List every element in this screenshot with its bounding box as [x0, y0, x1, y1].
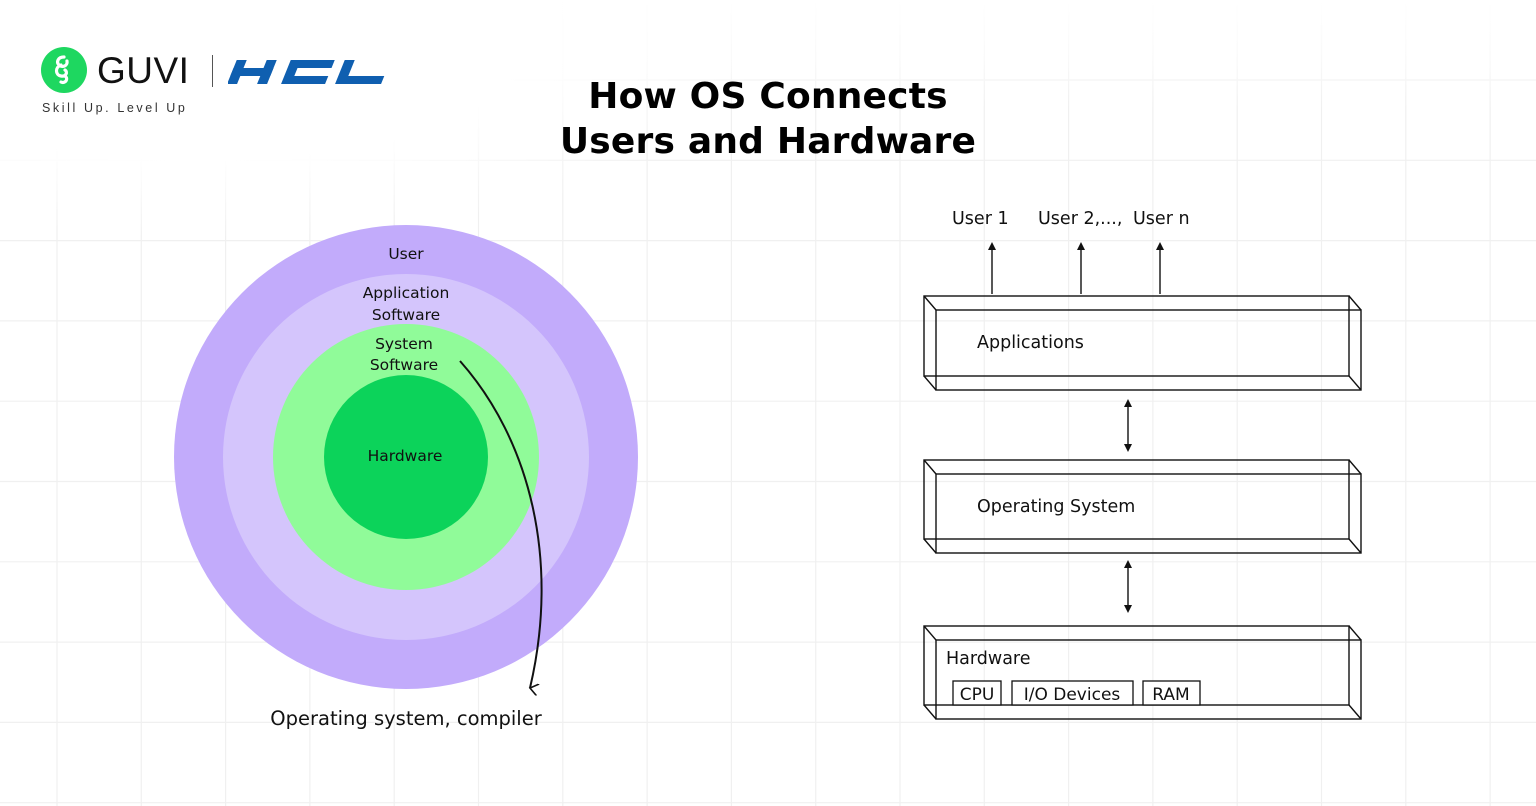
- component-label-cpu: CPU: [960, 685, 995, 705]
- user-label-1: User 1: [952, 209, 1009, 229]
- layer-label-operating-system: Operating System: [977, 497, 1135, 517]
- guvi-logo-icon: [41, 47, 87, 93]
- layer-box-operating-system: [923, 459, 1362, 554]
- user-label-2: User 2,...,: [1038, 209, 1122, 229]
- user-label-n: User n: [1133, 209, 1190, 229]
- ring-label-system-1: System: [375, 335, 433, 353]
- brand-tagline: Skill Up. Level Up: [42, 101, 188, 115]
- core-label-hardware: Hardware: [368, 447, 443, 465]
- ring-label-application-1: Application: [363, 284, 450, 302]
- core-hardware: [324, 375, 488, 539]
- component-box-io-devices: [1011, 680, 1134, 706]
- component-box-ram: [1142, 680, 1201, 706]
- callout-text: Operating system, compiler: [270, 707, 542, 730]
- title-line-1: How OS Connects: [588, 76, 948, 117]
- ring-label-application-2: Software: [372, 306, 440, 324]
- callout-arrow: [459, 360, 543, 688]
- component-box-cpu: [952, 680, 1002, 706]
- page-title: How OS Connects Users and Hardware: [468, 74, 1068, 164]
- logo-divider: [212, 55, 213, 87]
- ring-label-user: User: [388, 245, 424, 263]
- guvi-wordmark: GUVI: [97, 50, 190, 91]
- title-line-2: Users and Hardware: [559, 121, 977, 162]
- layer-box-applications: [923, 295, 1362, 391]
- component-label-io-devices: I/O Devices: [1024, 685, 1121, 705]
- layer-box-hardware: [923, 625, 1362, 720]
- layer-label-hardware: Hardware: [946, 649, 1031, 669]
- ring-label-system-2: Software: [370, 356, 438, 374]
- hcl-logo-icon: [228, 60, 385, 84]
- component-label-ram: RAM: [1152, 685, 1189, 705]
- layer-label-applications: Applications: [977, 333, 1084, 353]
